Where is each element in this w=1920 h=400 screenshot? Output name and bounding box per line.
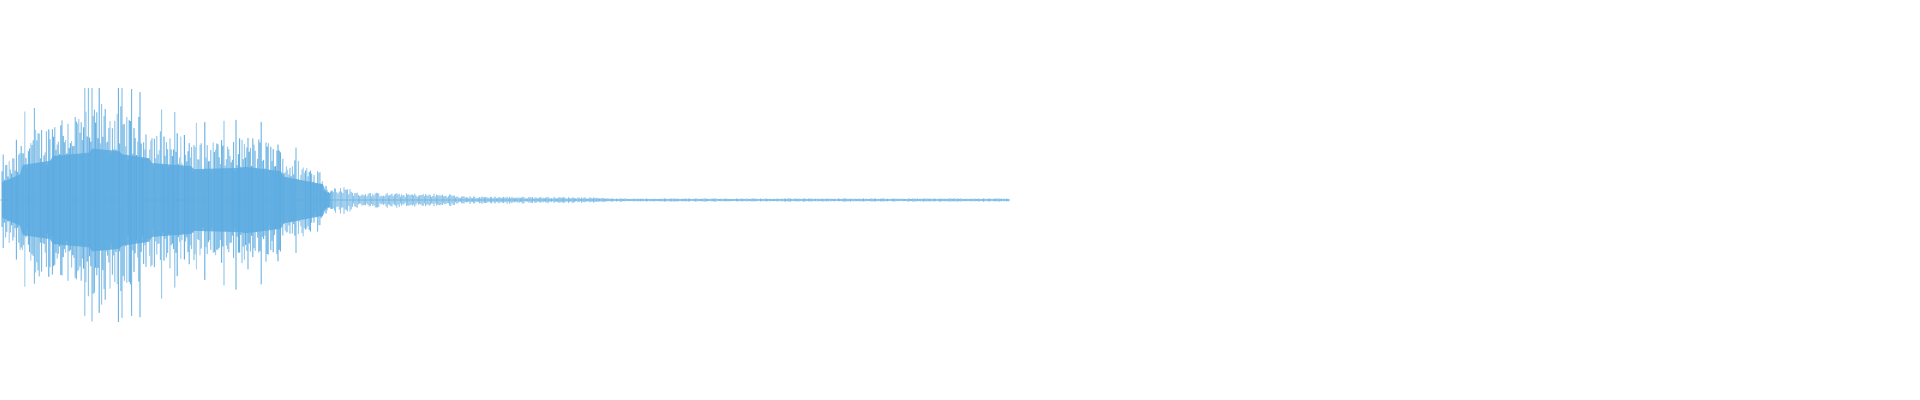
- waveform-core: [2, 148, 329, 252]
- waveform-samples: [1, 88, 1010, 322]
